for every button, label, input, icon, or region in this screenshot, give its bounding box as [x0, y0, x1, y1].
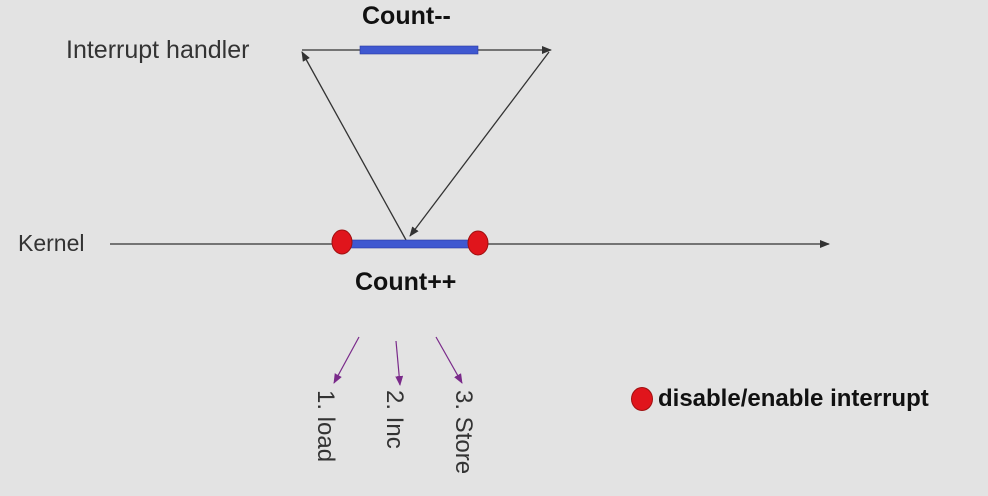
count-dec-label: Count--: [362, 2, 451, 30]
disable-interrupt-marker: [331, 229, 353, 255]
legend-marker-icon: [631, 387, 653, 411]
interrupt-entry-arrow: [301, 51, 407, 241]
legend: disable/enable interrupt: [631, 385, 929, 413]
step-arrow-inc: [395, 340, 404, 386]
kernel-label: Kernel: [18, 230, 85, 256]
step-inc-label: 2. Inc: [381, 390, 408, 449]
count-inc-bar: [342, 239, 481, 249]
step-load-label: 1. load: [312, 390, 339, 463]
step-arrow-load: [333, 336, 360, 384]
step-store-label: 3. Store: [450, 390, 477, 475]
count-dec-bar: [359, 45, 479, 55]
count-inc-label: Count++: [355, 268, 457, 296]
interrupt-return-arrow: [409, 51, 550, 237]
legend-text: disable/enable interrupt: [658, 385, 929, 412]
interrupt-handler-label: Interrupt handler: [66, 36, 250, 64]
step-arrow-store: [435, 336, 463, 384]
enable-interrupt-marker: [467, 230, 489, 256]
